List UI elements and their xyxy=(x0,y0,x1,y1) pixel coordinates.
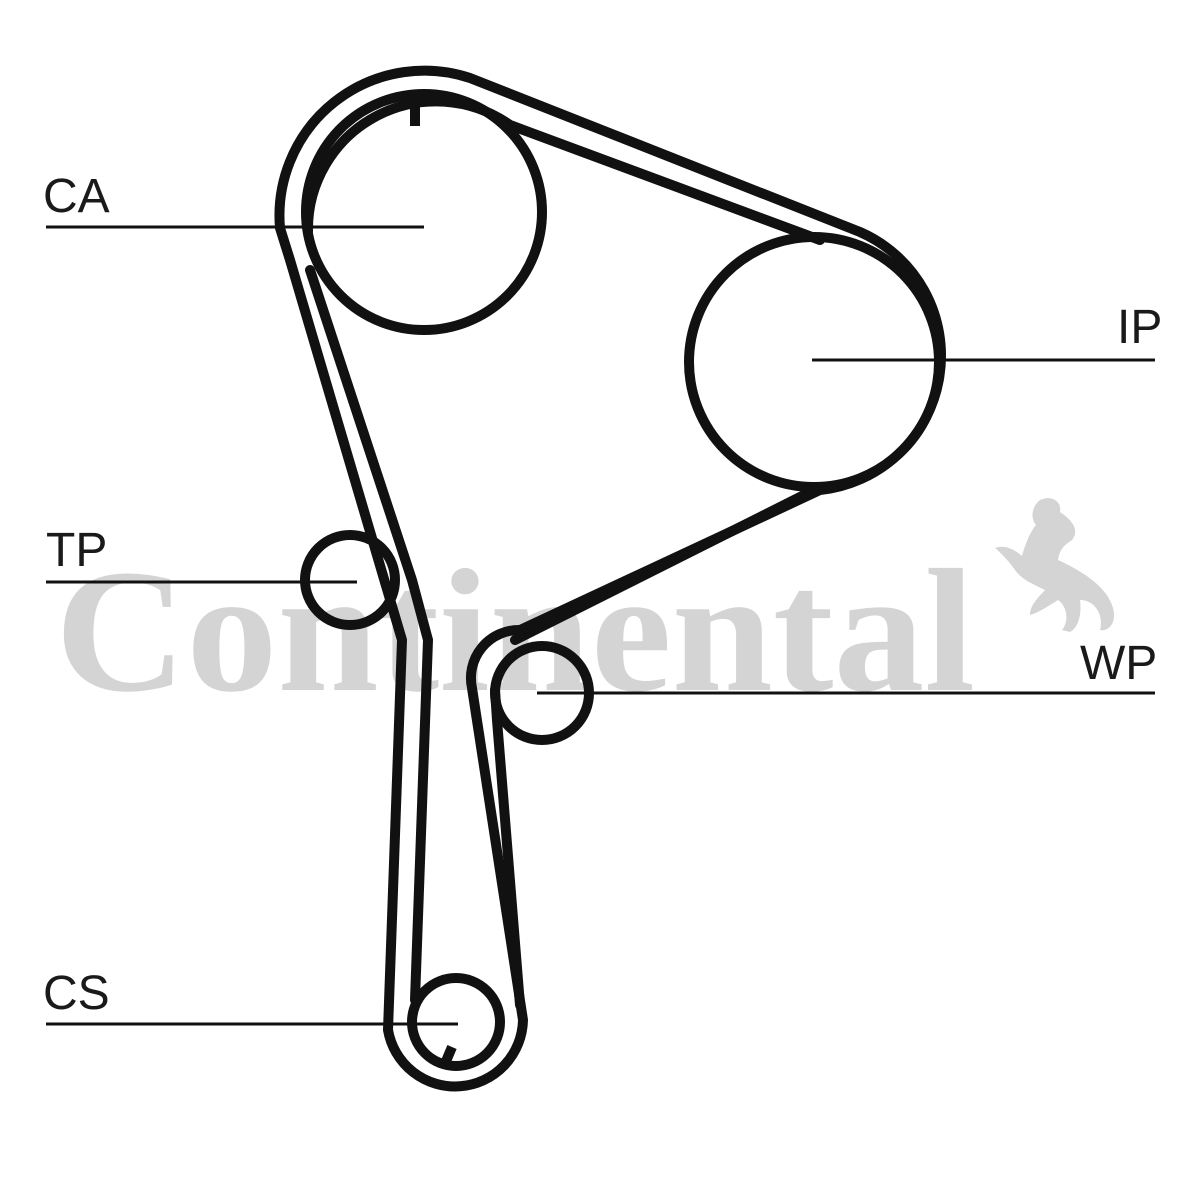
pulleys xyxy=(300,89,944,1071)
label-cs: CS xyxy=(43,967,110,1020)
labels: CA IP TP WP CS xyxy=(43,170,1162,1020)
idler-pulley xyxy=(684,232,944,492)
horse-logo-icon xyxy=(995,498,1115,632)
belt-inner-edge xyxy=(302,96,825,245)
camshaft-pulley xyxy=(301,89,547,335)
crankshaft-timing-mark xyxy=(439,1045,457,1068)
tensioner-pulley xyxy=(300,530,400,630)
leader-lines xyxy=(46,225,1155,1026)
label-tp: TP xyxy=(46,524,107,577)
label-ip: IP xyxy=(1117,301,1162,354)
label-ca: CA xyxy=(43,170,110,223)
crankshaft-pulley xyxy=(407,973,505,1071)
label-wp: WP xyxy=(1080,637,1157,690)
